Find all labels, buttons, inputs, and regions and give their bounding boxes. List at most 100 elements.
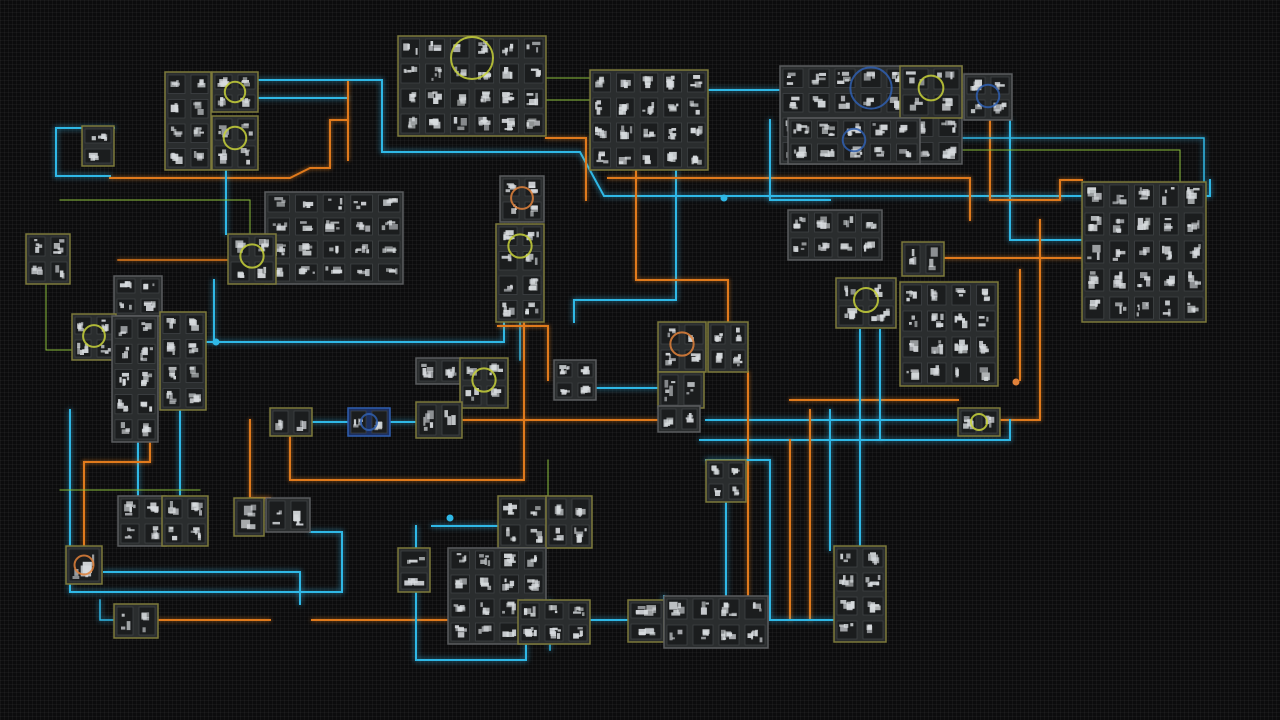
component-chip: [448, 368, 454, 377]
circuit-module: [589, 69, 709, 171]
component-chip: [909, 77, 915, 84]
component-chip: [843, 602, 848, 609]
circuit-module: [545, 495, 593, 549]
component-chip: [458, 94, 467, 101]
component-chip: [962, 320, 968, 329]
component-chip: [670, 156, 676, 162]
circuit-module: [957, 407, 1001, 437]
component-chip: [102, 326, 108, 332]
component-chip: [1162, 245, 1165, 254]
component-chip: [819, 72, 826, 76]
component-chip: [690, 389, 694, 392]
component-chip: [596, 159, 604, 163]
component-chip: [507, 554, 516, 557]
module-cell: [790, 212, 809, 233]
component-chip: [430, 41, 434, 46]
component-chip: [431, 77, 434, 81]
component-chip: [454, 66, 458, 73]
component-chip: [429, 422, 434, 428]
component-chip: [715, 335, 719, 342]
component-chip: [793, 129, 797, 134]
component-chip: [74, 569, 79, 576]
component-chip: [104, 351, 109, 354]
circuit-module: [113, 603, 159, 639]
component-chip: [1187, 302, 1191, 306]
component-chip: [1168, 251, 1172, 260]
component-chip: [798, 146, 806, 153]
component-chip: [1168, 279, 1175, 287]
component-chip: [963, 416, 970, 422]
component-chip: [733, 358, 740, 364]
component-chip: [958, 294, 964, 297]
circuit-module: [81, 125, 115, 167]
component-chip: [169, 398, 177, 402]
component-chip: [409, 559, 418, 563]
component-chip: [668, 129, 673, 134]
component-chip: [478, 72, 481, 80]
component-chip: [619, 104, 627, 110]
component-chip: [555, 527, 560, 534]
component-chip: [942, 154, 951, 159]
component-chip: [459, 578, 467, 585]
module-cell: [862, 620, 884, 640]
component-chip: [127, 527, 131, 532]
module-cell: [902, 284, 922, 306]
component-chip: [883, 310, 890, 316]
component-chip: [535, 92, 538, 100]
component-chip: [530, 558, 537, 562]
module-cell: [400, 63, 421, 84]
component-chip: [484, 558, 487, 565]
accent-indicator: [239, 243, 265, 269]
component-chip: [407, 43, 410, 50]
component-chip: [989, 420, 992, 428]
component-chip: [668, 353, 672, 359]
component-chip: [1191, 224, 1198, 230]
junction-dot: [446, 514, 454, 522]
component-chip: [595, 81, 603, 88]
component-chip: [817, 100, 826, 108]
component-chip: [506, 527, 510, 531]
component-chip: [574, 527, 577, 534]
component-chip: [261, 243, 269, 248]
component-chip: [503, 234, 506, 241]
module-cell: [120, 523, 140, 544]
module-cell: [350, 240, 373, 259]
component-chip: [59, 239, 65, 243]
component-chip: [120, 422, 125, 429]
accent-indicator: [73, 554, 95, 576]
component-chip: [945, 71, 955, 78]
component-chip: [1143, 222, 1147, 227]
component-chip: [801, 217, 806, 223]
component-chip: [635, 610, 648, 615]
component-chip: [295, 523, 304, 526]
component-chip: [485, 555, 489, 558]
component-chip: [504, 578, 507, 583]
component-chip: [105, 324, 109, 331]
component-chip: [125, 281, 129, 284]
component-chip: [300, 420, 304, 427]
component-chip: [503, 288, 512, 292]
component-chip: [664, 396, 667, 402]
component-chip: [528, 585, 537, 589]
component-chip: [143, 375, 149, 383]
wire-green: [59, 199, 251, 251]
module-cell: [1109, 296, 1130, 320]
component-chip: [786, 82, 794, 85]
component-chip: [53, 251, 61, 254]
component-chip: [957, 344, 963, 351]
component-chip: [667, 332, 670, 338]
component-chip: [170, 126, 175, 131]
component-chip: [281, 252, 285, 256]
component-chip: [129, 304, 132, 310]
component-chip: [510, 71, 513, 79]
component-chip: [526, 44, 530, 50]
component-chip: [837, 80, 845, 84]
component-chip: [670, 75, 675, 80]
component-chip: [526, 253, 534, 260]
component-chip: [668, 328, 676, 332]
component-chip: [279, 246, 283, 253]
component-chip: [598, 153, 601, 160]
component-chip: [502, 584, 508, 591]
component-chip: [395, 268, 398, 275]
component-chip: [410, 99, 416, 103]
